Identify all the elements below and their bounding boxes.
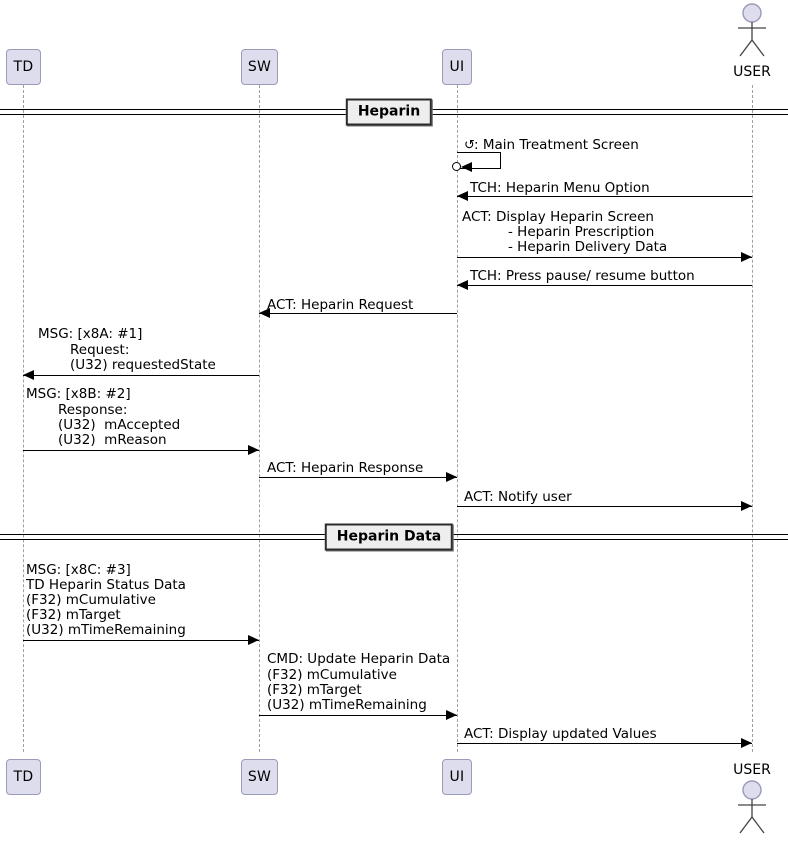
message-tch-press-pause-resume-line [457,285,752,286]
message-act-heparin-request-line [259,313,457,314]
participant-user-bottom[interactable] [730,780,774,834]
message-tch-heparin-menu-option-arrow [457,191,468,201]
message-x8a-request-label-2: Request: [70,342,130,358]
message-cmd-update-heparin-data-line [259,715,457,716]
self-message-arrow-head [461,162,472,172]
message-x8c-status-data-label-4: (F32) mTarget [26,607,121,623]
message-act-heparin-request-label: ACT: Heparin Request [267,297,414,313]
participant-ui-top[interactable]: UI [442,49,472,85]
message-x8a-request-line [23,375,259,376]
message-x8c-status-data-arrow [248,635,259,645]
message-act-display-updated-values-label: ACT: Display updated Values [464,726,657,742]
message-x8b-response-label-4: (U32) mReason [58,432,167,448]
participant-td-bottom-label: TD [13,769,34,785]
participant-td-top-label: TD [13,59,34,75]
message-x8c-status-data-label-1: MSG: [x8C: #3] [26,562,131,578]
message-x8b-response-arrow [248,445,259,455]
message-x8a-request-label-3: (U32) requestedState [70,357,216,373]
message-cmd-update-heparin-data-label-3: (F32) mTarget [267,682,362,698]
message-x8c-status-data-line [23,640,259,641]
message-act-display-heparin-screen-arrow [741,252,752,262]
participant-sw-bottom-label: SW [247,769,272,785]
self-message-loop-icon: ↺ [464,138,475,153]
message-act-heparin-response-arrow [446,472,457,482]
message-act-notify-user-arrow [741,501,752,511]
message-act-display-updated-values-arrow [741,738,752,748]
message-x8b-response-line [23,450,259,451]
participant-sw-top[interactable]: SW [241,49,278,85]
message-x8b-response-label-1: MSG: [x8B: #2] [26,386,131,402]
message-act-notify-user-label: ACT: Notify user [464,489,572,505]
lifeline-user [752,85,753,752]
message-x8b-response-label-2: Response: [58,402,128,418]
message-act-notify-user-line [457,506,752,507]
participant-td-top[interactable]: TD [6,49,41,85]
message-tch-press-pause-resume-label: TCH: Press pause/ resume button [470,268,695,284]
found-message-circle [452,162,461,171]
participant-ui-top-label: UI [449,59,465,75]
message-cmd-update-heparin-data-label-4: (U32) mTimeRemaining [267,697,427,713]
participant-user-top[interactable] [730,3,774,57]
message-cmd-update-heparin-data-arrow [446,710,457,720]
participant-ui-bottom[interactable]: UI [442,759,472,795]
message-act-display-heparin-screen-label-3: - Heparin Delivery Data [508,239,668,255]
message-act-heparin-request-arrow [259,308,270,318]
message-tch-heparin-menu-option-line [457,196,752,197]
participant-user-top-label: USER [733,64,771,80]
self-message-loop-path [457,152,501,169]
message-tch-heparin-menu-option-label: TCH: Heparin Menu Option [470,180,650,196]
lifeline-td [23,85,24,752]
actor-icon [738,780,766,834]
message-act-heparin-response-label: ACT: Heparin Response [267,460,424,476]
message-cmd-update-heparin-data-label-1: CMD: Update Heparin Data [267,651,451,667]
message-cmd-update-heparin-data-label-2: (F32) mCumulative [267,667,397,683]
message-x8a-request-arrow [23,370,34,380]
divider-heparin-label: Heparin [345,98,433,126]
message-act-display-heparin-screen-label-1: ACT: Display Heparin Screen [462,209,654,225]
participant-td-bottom[interactable]: TD [6,759,41,795]
message-act-display-heparin-screen-line [457,257,752,258]
message-x8c-status-data-label-2: TD Heparin Status Data [26,577,186,593]
lifeline-ui [457,85,458,752]
self-message-main-treatment-screen-label: : Main Treatment Screen [474,137,639,153]
divider-heparin-data-label: Heparin Data [324,523,454,551]
message-tch-press-pause-resume-arrow [457,280,468,290]
participant-sw-top-label: SW [247,59,272,75]
message-act-heparin-response-line [259,477,457,478]
participant-user-bottom-label: USER [733,762,771,778]
participant-ui-bottom-label: UI [449,769,465,785]
actor-icon [738,3,766,57]
message-x8c-status-data-label-5: (U32) mTimeRemaining [26,622,186,638]
participant-sw-bottom[interactable]: SW [241,759,278,795]
message-x8b-response-label-3: (U32) mAccepted [58,417,181,433]
lifeline-sw [259,85,260,752]
message-act-display-heparin-screen-label-2: - Heparin Prescription [508,224,655,240]
message-x8a-request-label-1: MSG: [x8A: #1] [38,326,143,342]
message-act-display-updated-values-line [457,743,752,744]
message-x8c-status-data-label-3: (F32) mCumulative [26,592,156,608]
